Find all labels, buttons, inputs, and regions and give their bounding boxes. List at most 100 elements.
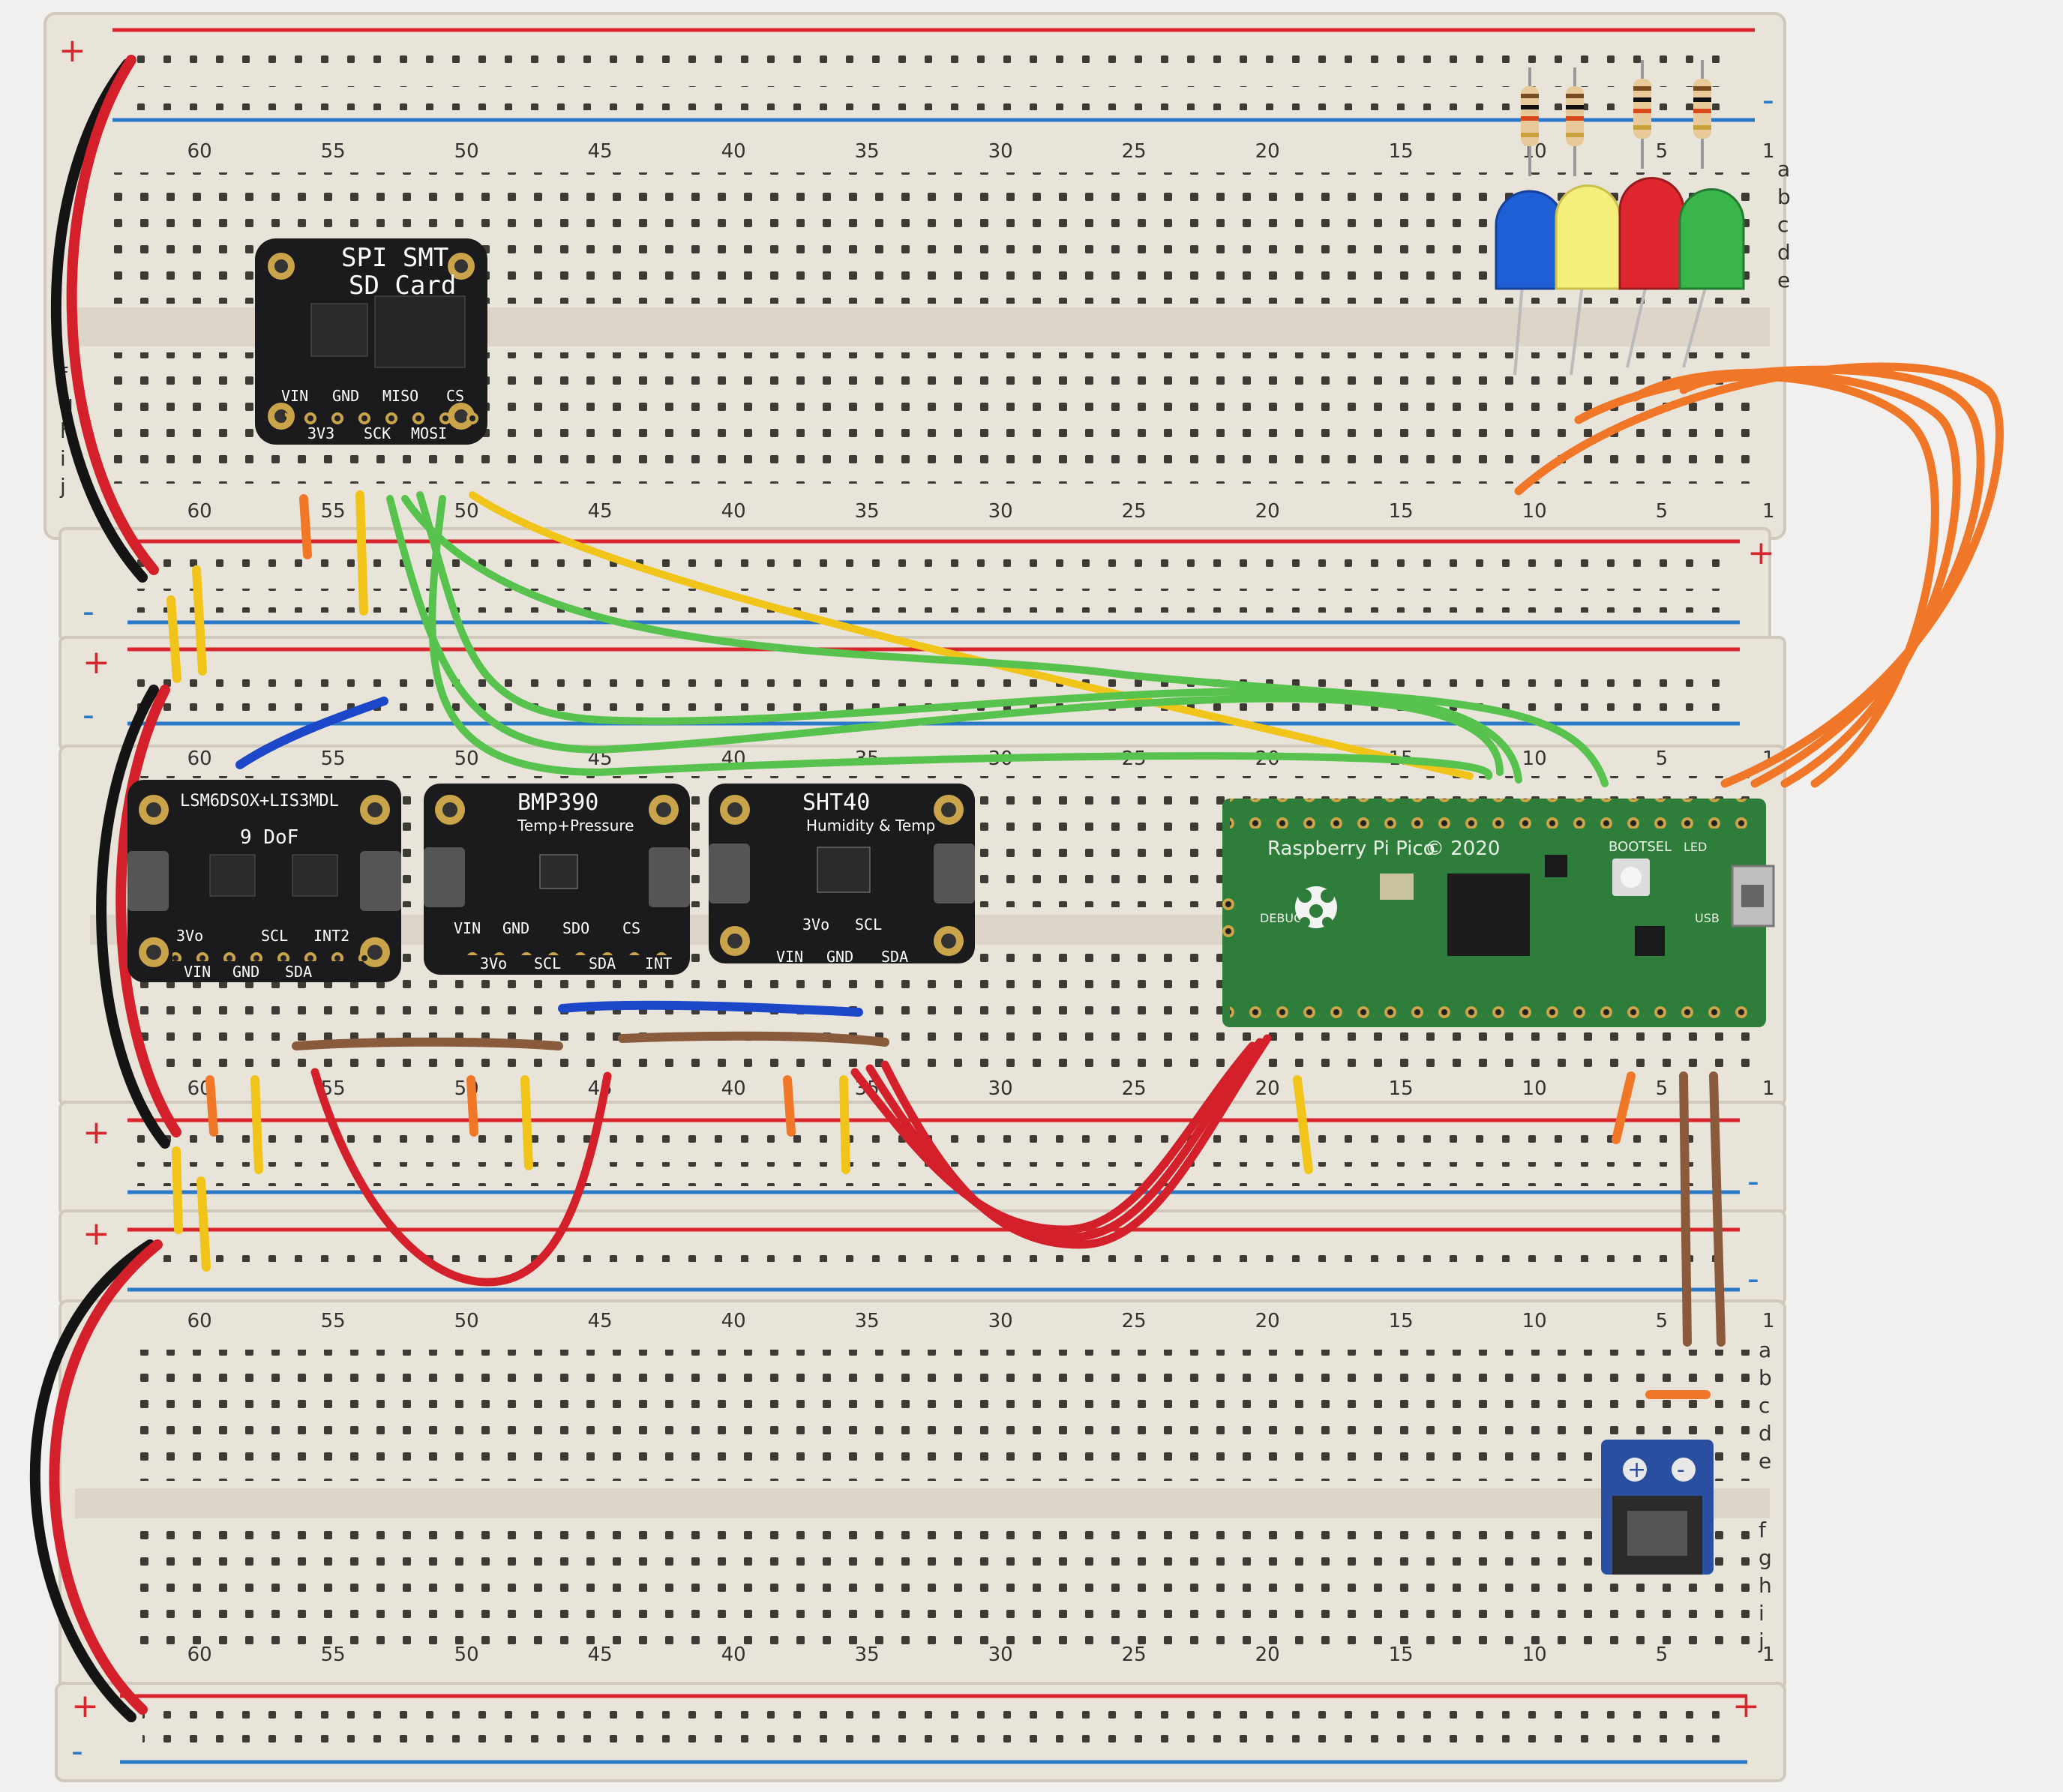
resistor-4 (1693, 60, 1711, 169)
svg-text:b: b (1777, 184, 1791, 209)
imu-subtitle: 9 DoF (240, 826, 298, 849)
column-number: 15 (1389, 1077, 1414, 1100)
column-number: 20 (1255, 1310, 1280, 1332)
rail-minus-label: - (82, 696, 94, 734)
sd-pin-cs: CS (446, 387, 464, 405)
column-number: 35 (855, 140, 880, 163)
bmp-pin-cs: CS (622, 919, 640, 937)
sht-subtitle: Humidity & Temp (806, 817, 935, 835)
svg-text:d: d (1777, 240, 1791, 265)
bmp-pin-sda: SDA (589, 954, 616, 972)
rail-top-1: + - (58, 28, 1774, 122)
power-connector-module: + - (1601, 1440, 1714, 1575)
orange-short-jumpers (205, 494, 1711, 1399)
bmp-title: BMP390 (517, 790, 598, 816)
sd-pin-mosi: MOSI (411, 424, 447, 442)
imu-pin-3vo: 3Vo (176, 927, 203, 945)
column-number: 45 (588, 140, 613, 163)
column-number: 50 (454, 500, 479, 523)
sd-title-1: SPI SMT (341, 243, 448, 273)
column-number: 10 (1522, 1077, 1547, 1100)
column-number: 1 (1762, 1077, 1775, 1100)
column-number: 30 (988, 1077, 1013, 1100)
rail-plus-label: + (1732, 1687, 1760, 1725)
svg-text:a: a (1777, 157, 1790, 181)
signal-wires (235, 491, 1609, 1017)
column-number: 55 (321, 1310, 346, 1332)
column-number: 10 (1522, 1310, 1547, 1332)
rail-minus-label: - (1747, 1162, 1759, 1200)
rail-plus-label: + (1747, 534, 1775, 572)
column-number: 5 (1656, 1644, 1669, 1666)
column-number: 25 (1122, 1077, 1147, 1100)
resistor-1 (1521, 67, 1539, 176)
yellow-jumpers (166, 490, 1313, 1272)
column-number: 60 (187, 1310, 212, 1332)
pico-led: LED (1684, 840, 1707, 854)
svg-text:a: a (1759, 1338, 1771, 1362)
column-number: 55 (321, 140, 346, 163)
bmp-pin-vin: VIN (454, 919, 481, 937)
column-number: 5 (1656, 1077, 1669, 1100)
column-number: 1 (1762, 1310, 1775, 1332)
column-number: 50 (454, 1310, 479, 1332)
sht-pin-3vo: 3Vo (802, 915, 829, 933)
svg-text:h: h (1759, 1573, 1772, 1598)
rail-plus-label: + (82, 643, 110, 682)
column-number: 50 (454, 748, 479, 770)
rail-minus-label: - (71, 1732, 83, 1770)
svg-text:c: c (1759, 1393, 1770, 1418)
rail-minus-label: - (1762, 81, 1774, 119)
sht40-module: SHT40 Humidity & Temp 3Vo SCL VIN GND SD… (709, 784, 975, 966)
column-number: 60 (187, 140, 212, 163)
sht-pin-scl: SCL (855, 915, 882, 933)
column-number: 25 (1122, 1644, 1147, 1666)
orange-loops (1514, 362, 2004, 788)
pico-title: Raspberry Pi Pico (1267, 838, 1435, 860)
rail-minus-label: - (82, 592, 94, 631)
rail-plus-label: + (82, 1113, 110, 1152)
imu-pin-gnd: GND (232, 963, 259, 981)
imu-pin-scl: SCL (261, 927, 288, 945)
row-letters-3: a b c d e f g h i j (1758, 1338, 1772, 1653)
svg-text:j: j (1758, 1629, 1765, 1653)
column-number: 40 (721, 1077, 746, 1100)
bmp-pin-gnd: GND (502, 919, 529, 937)
sht-pin-sda: SDA (881, 948, 908, 966)
rail-minus-label: - (1747, 1260, 1759, 1298)
column-number: 10 (1522, 748, 1547, 770)
column-number: 20 (1255, 1644, 1280, 1666)
bmp-subtitle: Temp+Pressure (517, 817, 634, 835)
sd-pin-3v3: 3V3 (307, 424, 334, 442)
bmp-pin-int: INT (645, 954, 672, 972)
leds (1495, 177, 1745, 376)
sd-pin-miso: MISO (382, 387, 418, 405)
rail-plus-label: + (71, 1687, 99, 1725)
usb-port (1731, 865, 1775, 927)
column-number: 35 (855, 1644, 880, 1666)
pico-bootsel: BOOTSEL (1609, 839, 1672, 855)
svg-text:i: i (1759, 1601, 1765, 1626)
rail-middle-1: + - (58, 527, 1775, 643)
rail-middle-2: + - (58, 636, 1786, 751)
svg-text:b: b (1759, 1365, 1772, 1390)
sd-card-module: SPI SMT SD Card VIN GND MISO CS 3V3 SCK … (255, 238, 487, 445)
column-number: 5 (1656, 1310, 1669, 1332)
column-number: 5 (1656, 500, 1669, 523)
svg-text:c: c (1777, 212, 1789, 237)
imu-pin-vin: VIN (184, 963, 211, 981)
column-number: 55 (321, 500, 346, 523)
column-number: 40 (721, 140, 746, 163)
bmp390-module: BMP390 Temp+Pressure VIN GND SDO CS 3Vo … (424, 784, 690, 975)
red-loops (310, 1034, 1272, 1287)
column-number: 30 (988, 1310, 1013, 1332)
column-number: 15 (1389, 140, 1414, 163)
resistor-3 (1633, 60, 1651, 169)
column-number: 1 (1762, 140, 1775, 163)
column-number: 35 (855, 1310, 880, 1332)
